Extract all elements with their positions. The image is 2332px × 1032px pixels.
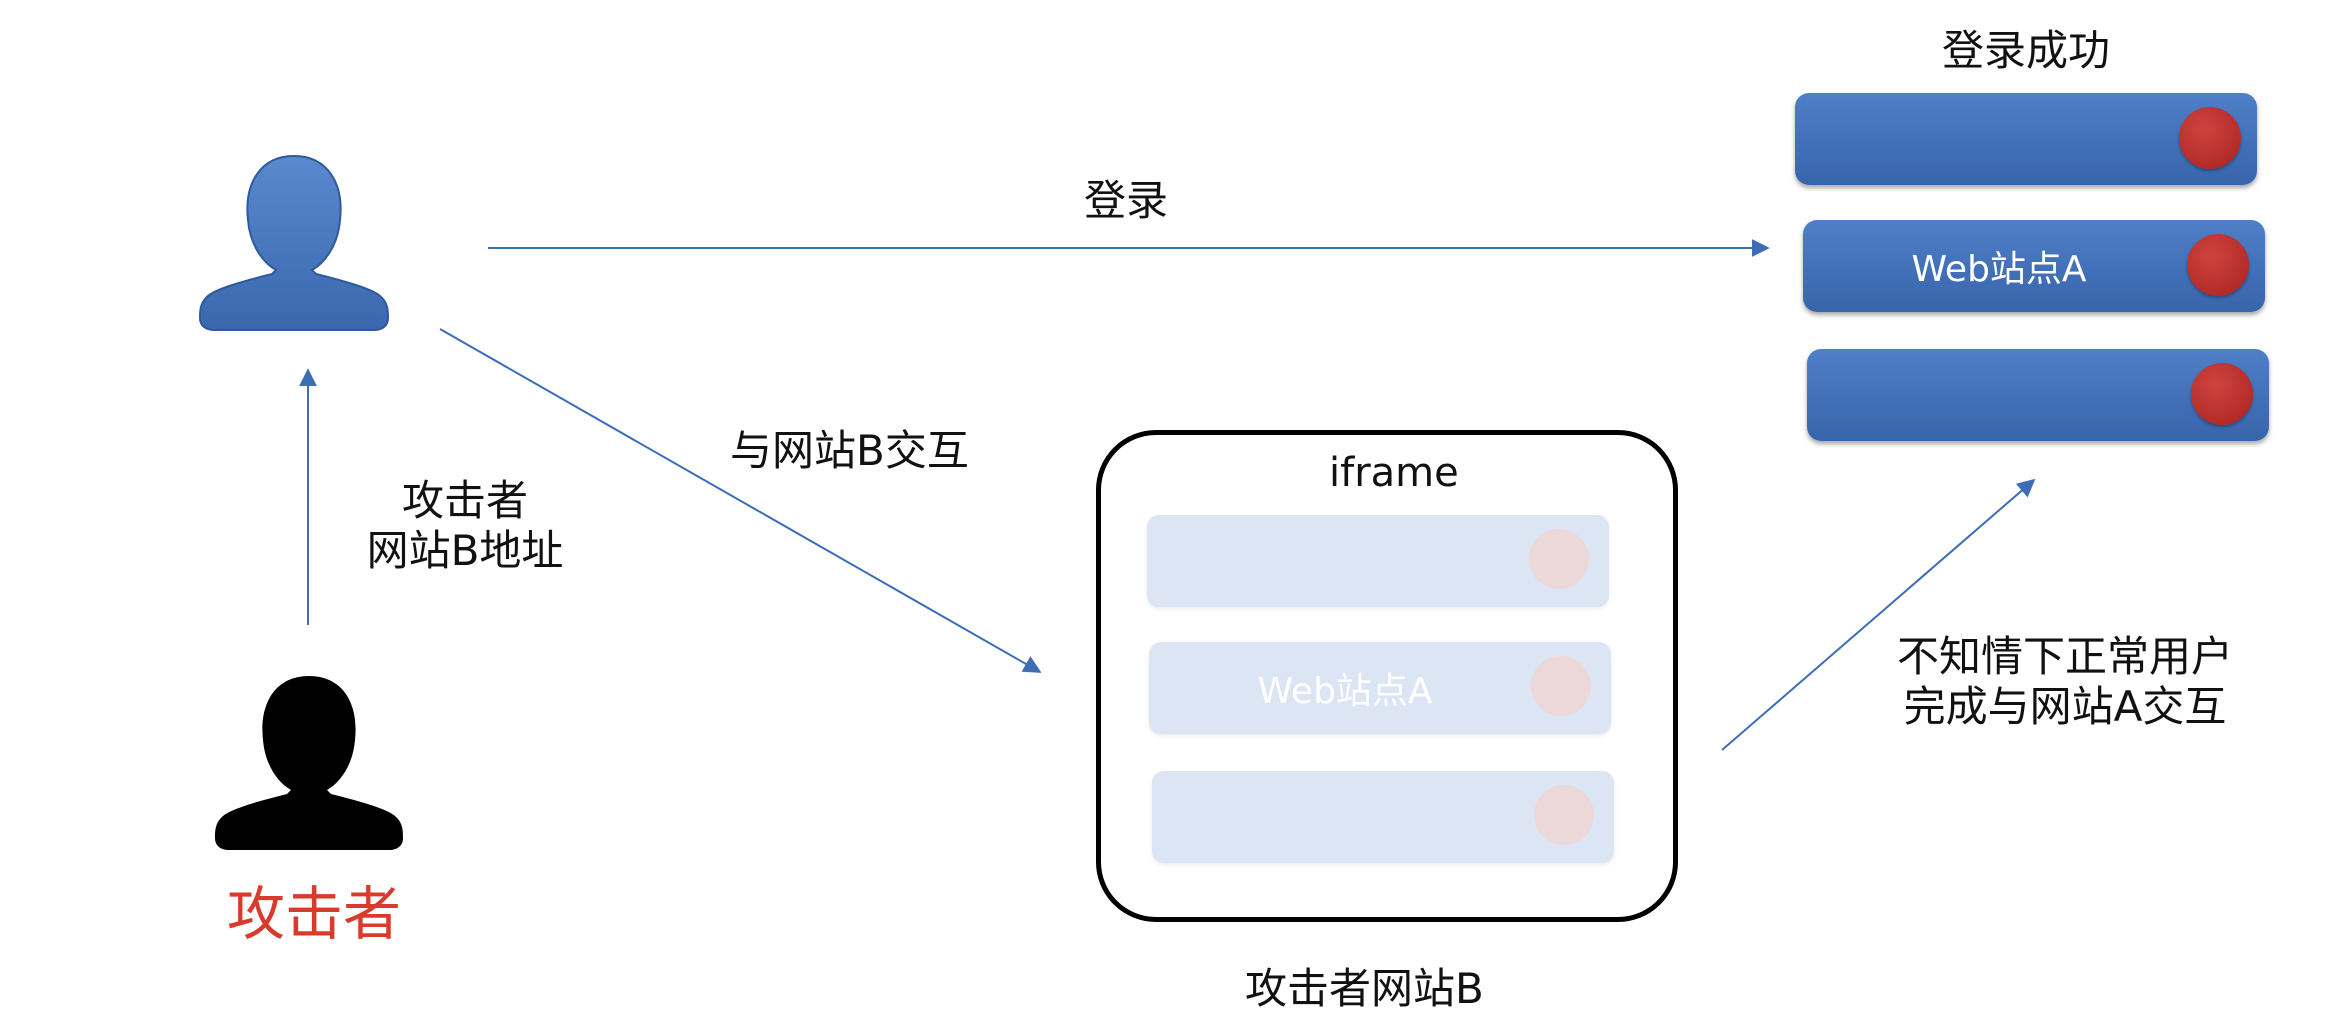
interact-b-arrow (439, 328, 1042, 673)
attacker-icon (215, 676, 403, 850)
server-status-dot (2191, 363, 2253, 425)
unknowing-line-1: 不知情下正常用户 (1896, 632, 2233, 681)
iframe-server-label: Web站点A (1257, 671, 1433, 712)
site-b-caption: 攻击者网站B (1245, 964, 1484, 1013)
unknowing-line-2: 完成与网站A交互 (1903, 682, 2227, 732)
unknowing-arrow (1721, 478, 2036, 751)
user-icon (198, 154, 390, 331)
attacker-address-line-1: 攻击者 (401, 476, 528, 525)
iframe-server-3 (1152, 771, 1614, 863)
faded-status-dot (1529, 529, 1589, 589)
site-a-server-1 (1795, 93, 2257, 185)
attacker-address-line-2: 网站B地址 (366, 526, 564, 576)
unknowing-label: 不知情下正常用户 完成与网站A交互 (1880, 632, 2250, 733)
server-status-dot (2187, 234, 2249, 296)
site-a-server-label: Web站点A (1911, 249, 2087, 290)
iframe-server-2: Web站点A (1149, 642, 1611, 734)
iframe-server-1 (1147, 515, 1609, 607)
site-a-title: 登录成功 (1942, 26, 2111, 75)
attacker-address-label: 攻击者 网站B地址 (365, 476, 565, 577)
iframe-label: iframe (1329, 450, 1459, 496)
site-a-server-3 (1807, 349, 2269, 441)
interact-b-label: 与网站B交互 (730, 426, 969, 475)
iframe-frame: iframe Web站点A (1096, 430, 1678, 922)
site-a-server-2: Web站点A (1803, 220, 2265, 312)
attacker-label: 攻击者 (227, 880, 402, 948)
login-label: 登录 (1084, 176, 1169, 225)
server-status-dot (2179, 107, 2241, 169)
faded-status-dot (1534, 785, 1594, 845)
faded-status-dot (1531, 656, 1591, 716)
